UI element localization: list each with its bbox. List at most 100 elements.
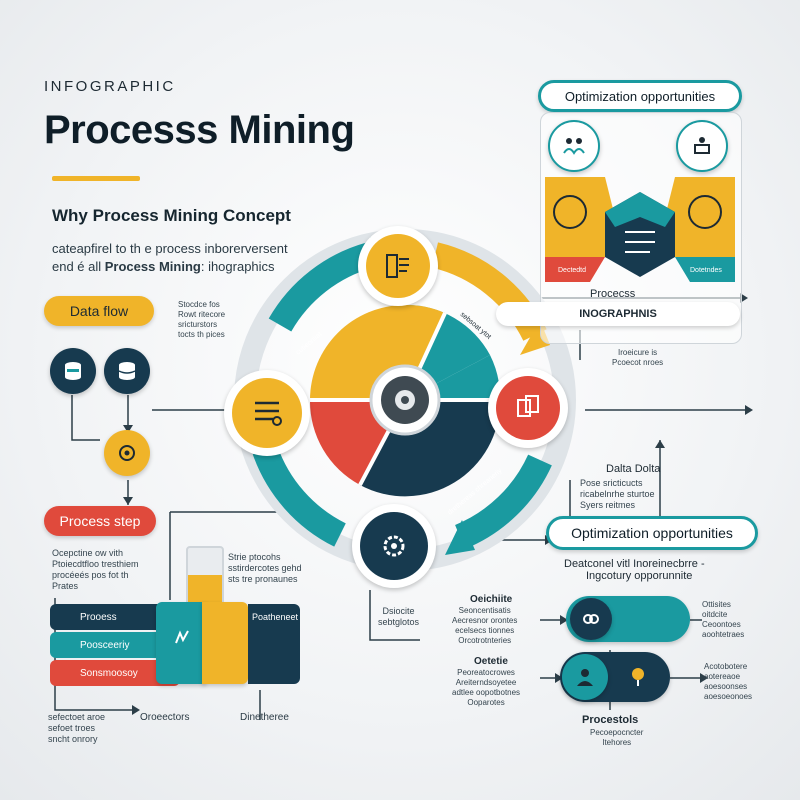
wheel-node-bottom (352, 504, 436, 588)
note-line: ricabelnrhe sturtoe (580, 489, 655, 499)
database-icon (65, 362, 81, 380)
optimization-pill-top: Optimization opportunities (538, 80, 742, 112)
hex-right (665, 177, 735, 257)
wheel-bottom-note: Dsiocite sebtglotos (378, 606, 419, 628)
wheel-node-top-inner (366, 234, 430, 298)
note-line: Pcoecot nroes (612, 358, 664, 367)
node-b-icon-holder (562, 654, 608, 700)
note-line: Seoncentisatis (458, 606, 511, 615)
arc-teal-left (252, 445, 347, 547)
pin-icon (626, 664, 650, 688)
description-line-2: end é all Process Mining: ihographics (52, 258, 312, 276)
note-line: Ptoiecdtfloo tresthiem (52, 559, 139, 569)
note-line: sefoet troes (48, 723, 96, 733)
far-a-note: Ottisites oitdcite Ceoontoes aoohtetraes (702, 600, 744, 640)
node-a-note: Seoncentisatis Aecresnor orontes ecelsec… (452, 606, 517, 646)
far-b-note: Acotobotere aotereaoe aoesoonses aoesoeo… (704, 662, 752, 702)
note-line: aotereaoe (704, 672, 741, 681)
wheel-node-right (488, 368, 568, 448)
team-icon (694, 137, 710, 154)
note-line: ecelsecs tionnes (455, 626, 515, 635)
note-line: procéeés pos fot th (52, 570, 129, 580)
desc-post: : ihographics (200, 259, 275, 274)
node-a-icon-holder (570, 598, 612, 640)
note-line: Areiterndsoyetee (455, 678, 517, 687)
title-underline (52, 176, 140, 181)
description-line-1: cateapfirel to th e process inborerverse… (52, 241, 288, 256)
data-flow-pill: Data flow (44, 296, 154, 326)
vessel-icon (186, 546, 224, 610)
database-node-1 (50, 348, 96, 394)
note-line: Ceoontoes (702, 620, 741, 629)
bar-label: Poosceeriy (80, 639, 130, 651)
note-line: Ooparotes (467, 698, 505, 707)
link-icon (583, 614, 599, 624)
note-line: aoesoonses (704, 682, 748, 691)
database-icon (118, 362, 136, 380)
footer-note: sefectoet aroe sefoet troes sncht onrory (48, 712, 105, 745)
bottom-title: Procestols (582, 714, 639, 726)
bar-block-navy (248, 604, 300, 684)
wheel-node-right-inner (496, 376, 560, 440)
wheel-node-left-inner (232, 378, 302, 448)
note-line: oitdcite (702, 610, 728, 619)
footer-label-b: Dinetheree (240, 712, 289, 723)
data-note: Pose sricticucts ricabelnrhe sturtoe Sye… (580, 478, 655, 511)
vessel-note: Strie ptocohs sstirdercotes gehd sts tre… (228, 552, 302, 585)
data-flow-note: Stocdce fos Rowt ritecore sricturstors t… (178, 300, 225, 340)
note-line: Pose sricticucts (580, 478, 643, 488)
note-line: Aecresnor orontes (452, 616, 518, 625)
note-line: sstirdercotes gehd (228, 563, 302, 573)
note-line: Ottisites (702, 600, 731, 609)
process-step-note: Ocepctine ow vith Ptoiecdtfloo tresthiem… (52, 548, 139, 592)
note-line: Dsiocite (382, 606, 415, 616)
document-flow-icon (386, 254, 409, 278)
note-line: sncht onrory (48, 734, 98, 744)
note-line: Iroeicure is (618, 348, 658, 357)
footer-label-a: Oroeectors (140, 712, 190, 723)
note-line: Acotobotere (704, 662, 748, 671)
note-line: Peoreatocrowes (457, 668, 515, 677)
note-line: sricturstors (178, 320, 218, 329)
note-line: aoesoeonoes (704, 692, 753, 701)
wheel-node-top (358, 226, 438, 306)
note-line: Itehores (602, 738, 632, 747)
right-row-label: Poatheneet (252, 612, 299, 622)
people-icon (563, 138, 585, 155)
note-line: Strie ptocohs (228, 552, 281, 562)
note-line: tocts th pices (178, 330, 225, 339)
note-line: aoohtetraes (702, 630, 745, 639)
node-a-title: Oeichiite (470, 594, 513, 605)
bar-label: Sonsmoosoy (80, 667, 138, 679)
pages-icon (517, 395, 539, 417)
bottom-note: Pecoepocncter Itehores (590, 728, 643, 748)
inographnis-label: INOGRAPHNIS (579, 308, 657, 320)
processing-node (104, 430, 150, 476)
desc-bold: Process Mining (104, 259, 201, 274)
kicker: INFOGRAPHIC (44, 78, 176, 95)
wheel-node-bottom-inner (360, 512, 428, 580)
optimization-pill-mid: Optimization opportunities (546, 516, 758, 550)
process-label: Procecss (590, 288, 636, 300)
checklist-icon (255, 401, 282, 426)
note-line: Orcotrotnteries (458, 636, 512, 645)
arc-teal-right (454, 454, 552, 550)
note-line: adtlee oopotbotnes (452, 688, 521, 697)
top-node-left (548, 120, 600, 172)
subtitle: Why Process Mining Concept (52, 206, 291, 225)
note-line: sebtglotos (378, 617, 420, 627)
data-label: Dalta Dolta (606, 463, 661, 475)
bar-block-yellow (202, 602, 248, 684)
arc-teal-top (268, 242, 374, 332)
page-title: Processs Mining (44, 108, 355, 152)
hand-icon (170, 625, 194, 649)
note-line: sefectoet aroe (48, 712, 106, 722)
node-b-note: Peoreatocrowes Areiterndsoyetee adtlee o… (452, 668, 520, 708)
hex-right-label: Dotetndes (690, 267, 722, 274)
top-node-right (676, 120, 728, 172)
database-node-2 (104, 348, 150, 394)
node-b-title: Oetetie (474, 656, 508, 667)
wheel-left-note: cutieoniiat (295, 331, 324, 357)
inographnis-bar: INOGRAPHNIS (496, 302, 740, 326)
note-line: Syers reitmes (580, 500, 636, 510)
